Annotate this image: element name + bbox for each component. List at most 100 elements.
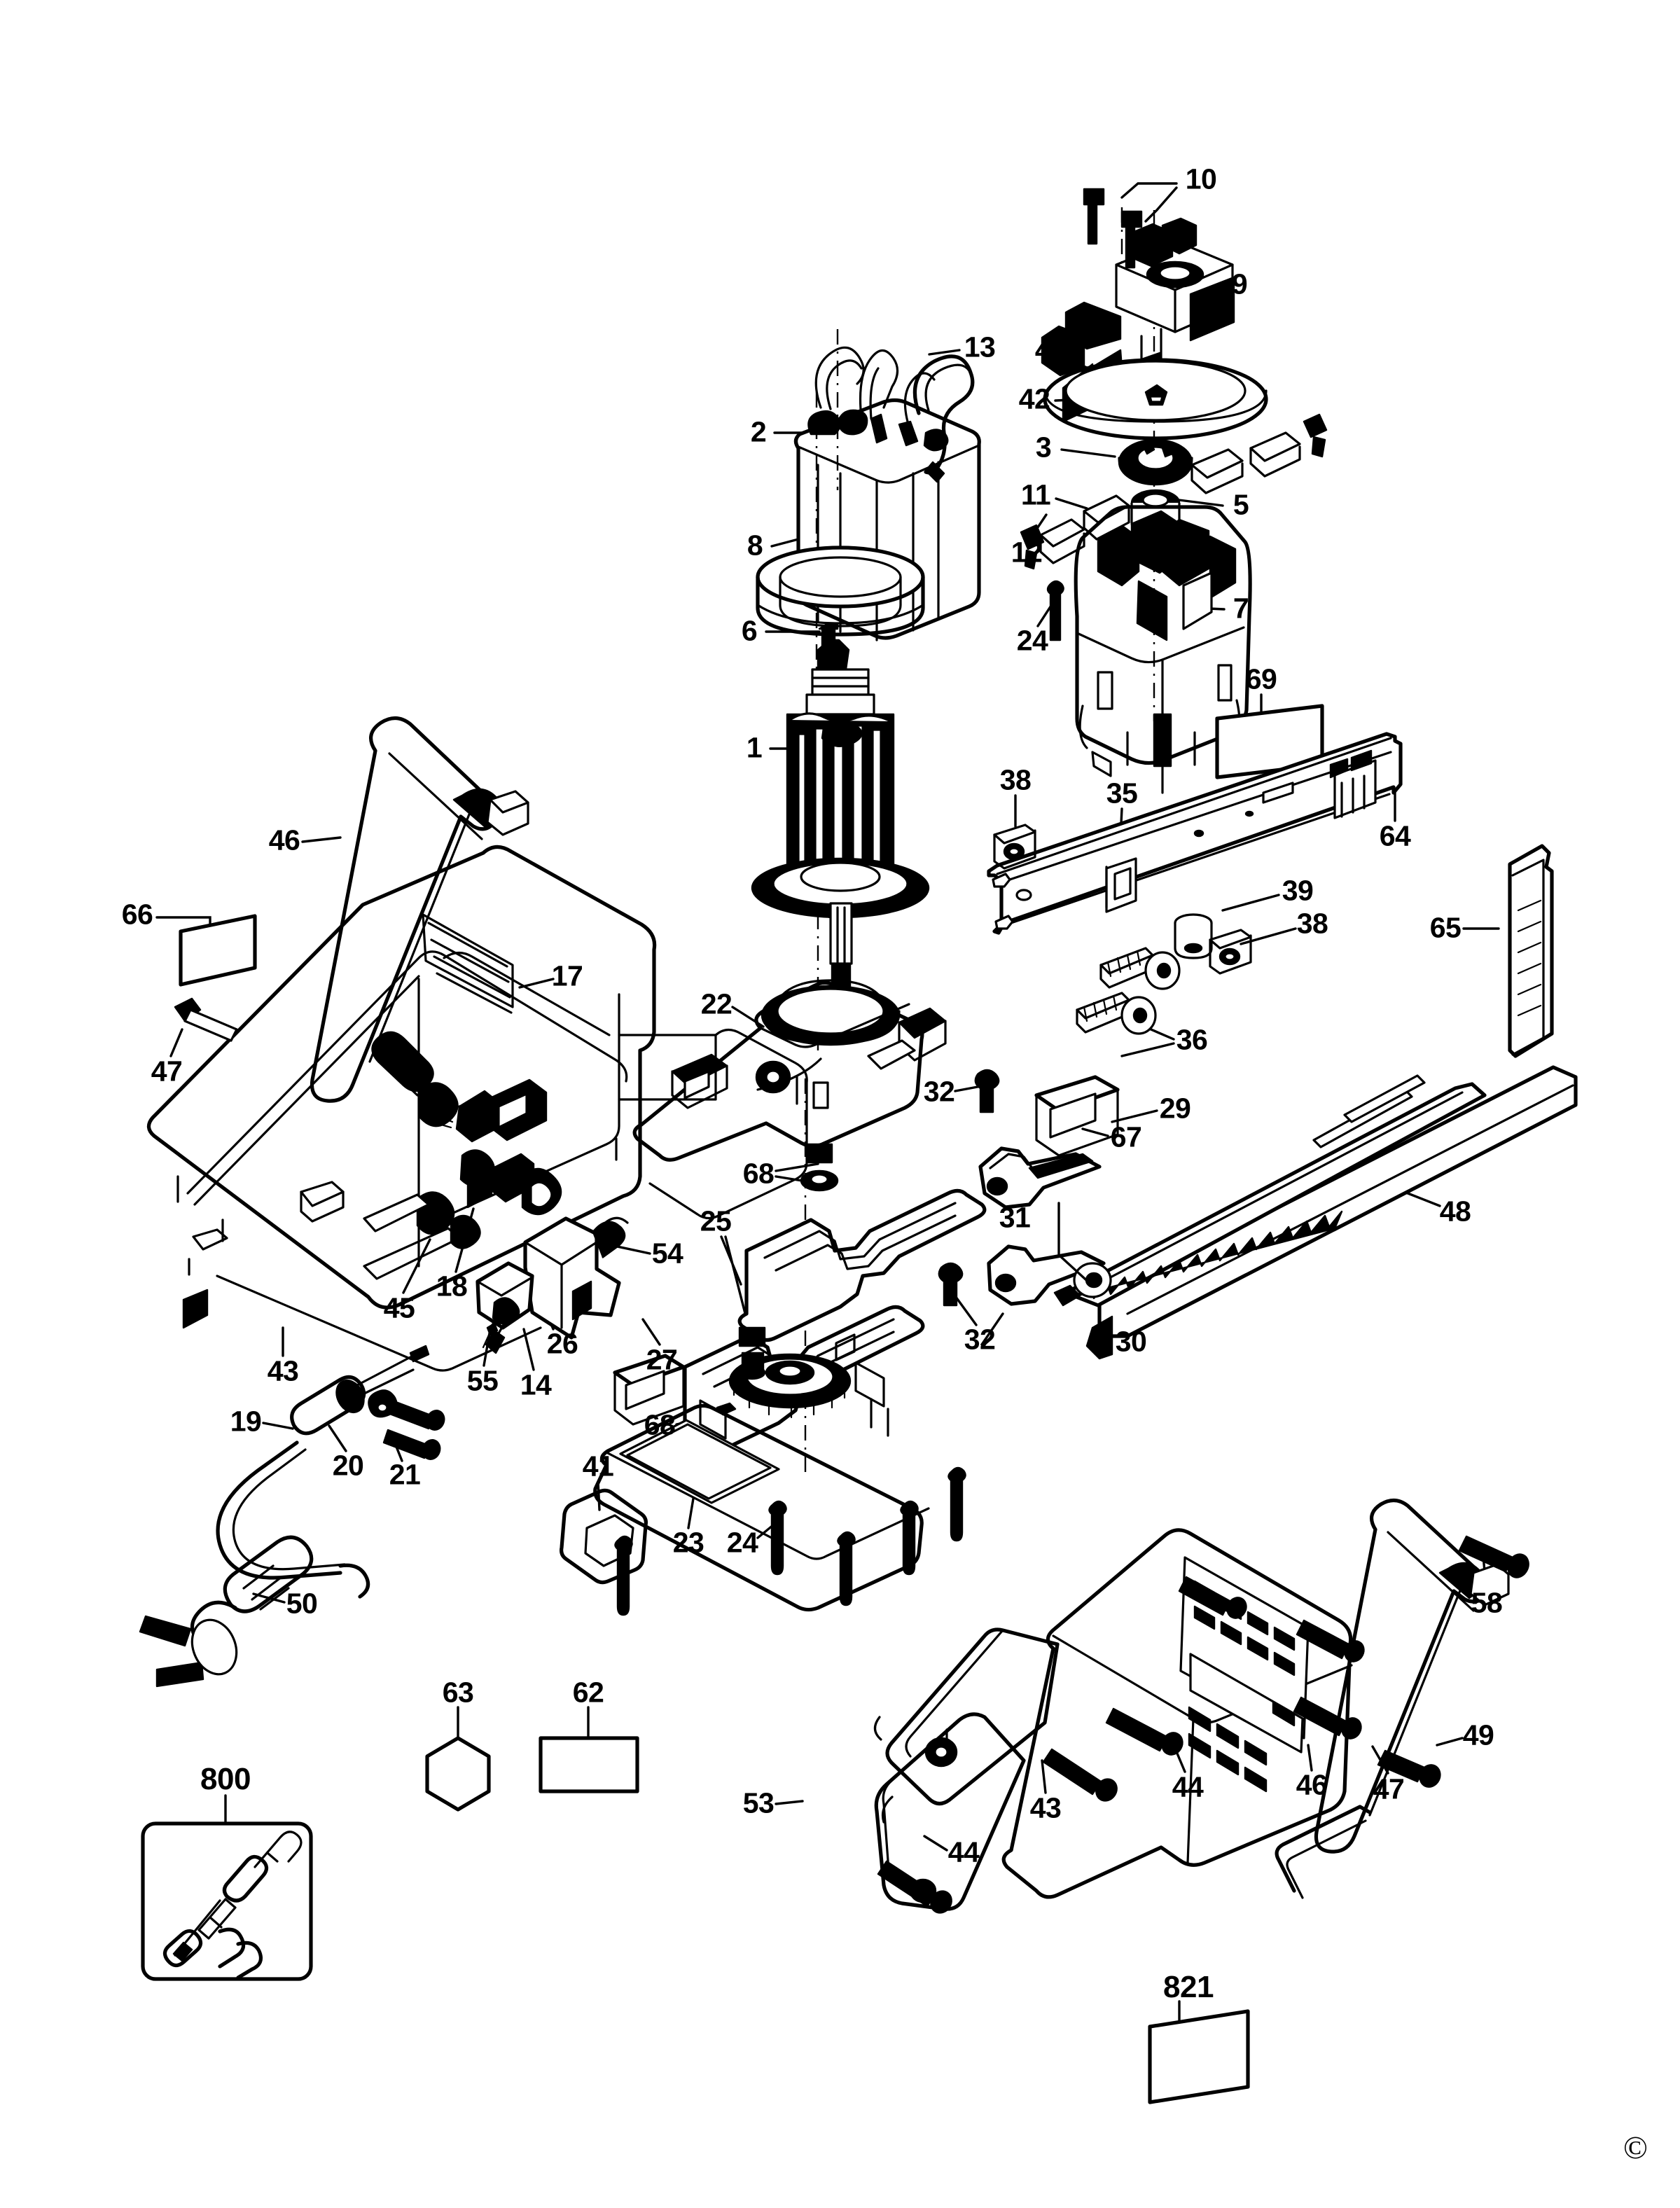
callout-26: 26: [546, 1327, 578, 1360]
callout-54: 54: [651, 1237, 683, 1270]
part-27-grommet: [613, 1354, 686, 1426]
callout-27: 27: [646, 1343, 678, 1376]
part-24a-screw: [1046, 580, 1064, 641]
callout-43: 43: [1029, 1791, 1062, 1824]
callout-10: 10: [1185, 162, 1217, 195]
callout-39: 39: [1282, 874, 1314, 907]
part-8-baffle-ring: [756, 546, 925, 637]
part-1-armature: [751, 639, 930, 1010]
callout-53: 53: [742, 1786, 775, 1819]
part-38b-washer: [1209, 929, 1252, 975]
part-10-screws: [1083, 188, 1143, 269]
part-2-field-stator: [793, 346, 981, 641]
base-plate-assembly: [560, 1326, 966, 1616]
callout-11: 11: [1020, 478, 1051, 511]
callout-24: 24: [726, 1526, 758, 1559]
part-65-scabbard: [1508, 844, 1554, 1058]
callout-48: 48: [1439, 1195, 1471, 1228]
callout-44: 44: [1172, 1770, 1204, 1803]
callout-38: 38: [1296, 907, 1328, 940]
callout-821: 821: [1163, 1970, 1214, 2004]
callout-20: 20: [332, 1449, 364, 1482]
callout-41: 41: [582, 1450, 614, 1483]
callout-46: 46: [1296, 1768, 1328, 1801]
callout-2: 2: [750, 415, 767, 448]
part-7-gear-housing: [1074, 505, 1252, 794]
part-63-hex-label: [425, 1736, 491, 1812]
brush-boxes: [1190, 413, 1328, 494]
part-32b-screw: [938, 1262, 964, 1307]
part-43-left-housing: [146, 716, 808, 1372]
part-29-67-grommet: [1034, 1075, 1120, 1157]
callout-69: 69: [1245, 662, 1277, 695]
part-22-gearcase: [632, 979, 947, 1162]
callout-47: 47: [151, 1055, 183, 1088]
callout-47: 47: [1373, 1772, 1405, 1805]
part-43-right-housing: [873, 1498, 1529, 1914]
callout-19: 19: [230, 1405, 262, 1438]
part-47a-bolt: [174, 997, 238, 1042]
callout-23: 23: [672, 1526, 704, 1559]
callout-13: 13: [964, 331, 996, 363]
part-38a-washer: [993, 824, 1036, 870]
part-19-50-cord-set: [139, 1345, 445, 1688]
callout-64: 64: [1379, 819, 1411, 852]
callout-35: 35: [1106, 777, 1138, 810]
part-39-bushing: [1174, 913, 1213, 959]
callout-68: 68: [644, 1408, 676, 1441]
part-11-12-brushes: [1020, 494, 1130, 570]
callout-44: 44: [947, 1835, 980, 1868]
screws-right: [877, 1535, 1529, 1914]
callout-58: 58: [1471, 1586, 1503, 1619]
part-48-blade: [1053, 1065, 1578, 1360]
callout-68: 68: [742, 1157, 775, 1190]
part-31-30-levers: [978, 1146, 1112, 1306]
part-4-42-gasket-ring: [1043, 358, 1268, 440]
callout-43: 43: [267, 1354, 299, 1387]
part-32a-screw: [974, 1069, 1000, 1113]
callout-36: 36: [1176, 1023, 1208, 1056]
part-54-26-14-trigger: [475, 1216, 629, 1354]
callout-5: 5: [1233, 488, 1249, 521]
callout-32: 32: [923, 1075, 955, 1108]
part-68b-bushing: [716, 1402, 737, 1416]
callout-31: 31: [999, 1201, 1031, 1234]
callout-50: 50: [286, 1587, 318, 1620]
callout-66: 66: [121, 898, 153, 931]
callout-49: 49: [1462, 1719, 1494, 1751]
callout-6: 6: [741, 614, 758, 647]
callout-55: 55: [466, 1364, 499, 1397]
part-25-link-plate-upper: [737, 1188, 987, 1342]
callout-24: 24: [1016, 624, 1048, 657]
part-821-label-plate: [1148, 2009, 1250, 2104]
part-3-bearing: [1118, 438, 1193, 486]
callout-9: 9: [1231, 268, 1248, 300]
callout-42: 42: [1018, 382, 1050, 415]
callout-14: 14: [520, 1368, 552, 1401]
callout-25: 25: [700, 1204, 732, 1237]
callout-7: 7: [1233, 592, 1249, 625]
callout-1: 1: [746, 731, 763, 764]
part-800-inset-box: [141, 1821, 313, 1981]
part-64-fitting: [1329, 749, 1377, 819]
callout-29: 29: [1159, 1092, 1191, 1125]
part-35-guide-bar: [987, 732, 1403, 935]
callout-3: 3: [1035, 431, 1052, 464]
callout-30: 30: [1115, 1325, 1147, 1358]
callout-63: 63: [442, 1676, 474, 1709]
part-68a-bushings: [800, 1143, 839, 1192]
copyright-symbol: ©: [1623, 2130, 1648, 2165]
callout-21: 21: [389, 1458, 421, 1491]
callout-32: 32: [964, 1323, 996, 1356]
callout-62: 62: [572, 1676, 604, 1709]
callout-45: 45: [383, 1291, 415, 1324]
callout-8: 8: [747, 529, 763, 562]
part-36-bolts: [1076, 947, 1181, 1035]
callout-4: 4: [1034, 333, 1051, 366]
callout-18: 18: [436, 1270, 468, 1303]
callout-22: 22: [700, 987, 733, 1020]
callout-17: 17: [551, 959, 583, 992]
callout-67: 67: [1110, 1120, 1142, 1153]
